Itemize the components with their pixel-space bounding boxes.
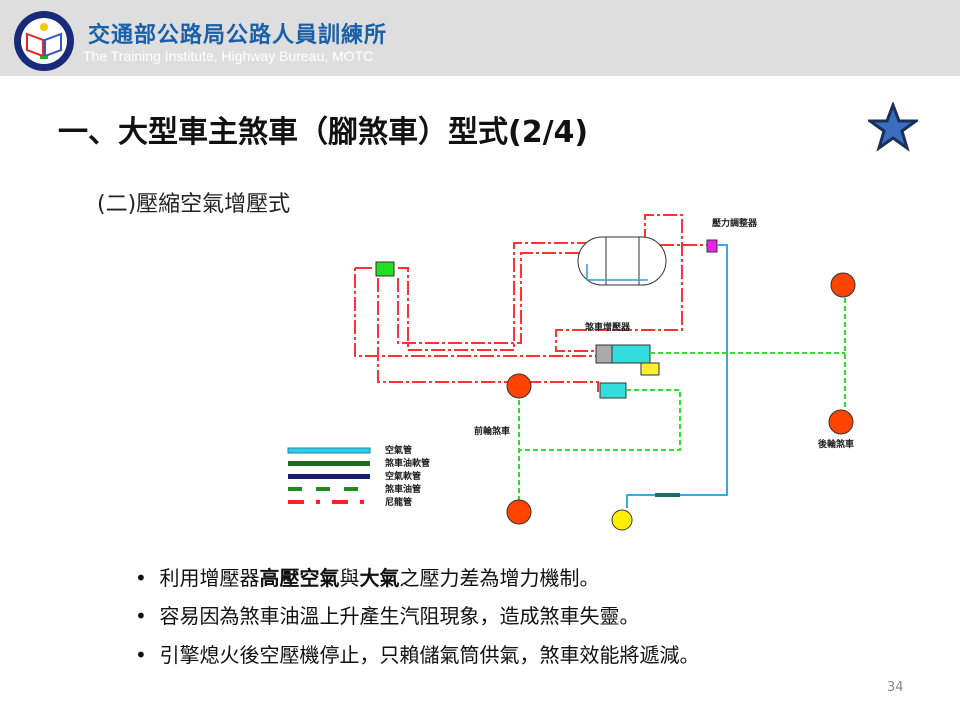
legend-label: 煞車油管 <box>385 483 421 495</box>
label-pressure-regulator: 壓力調整器 <box>712 217 758 229</box>
legend: 空氣管 煞車油軟管 空氣軟管 煞車油管 尼龍管 <box>287 444 430 508</box>
header-banner: 交通部公路局公路人員訓練所 The Training Institute, Hi… <box>0 0 960 76</box>
label-front-brake: 前輪煞車 <box>474 425 510 437</box>
warning-bulb <box>611 509 633 531</box>
star-icon <box>868 102 918 152</box>
brake-oil-pipes <box>518 290 846 500</box>
legend-label: 空氣軟管 <box>385 470 421 482</box>
org-name-cn: 交通部公路局公路人員訓練所 <box>88 23 388 48</box>
page-number: 34 <box>887 680 904 695</box>
org-name-en: The Training Institute, Highway Bureau, … <box>83 48 374 64</box>
pressure-regulator <box>706 239 718 253</box>
legend-label: 尼龍管 <box>385 496 412 508</box>
slide-title: 一、大型車主煞車（腳煞車）型式(2/4) <box>58 115 589 150</box>
bullet-item: • 容易因為煞車油溫上升產生汽阻現象，造成煞車失靈。 <box>135 604 640 628</box>
legend-label: 空氣管 <box>385 444 412 456</box>
bullet-item: • 引擎熄火後空壓機停止，只賴儲氣筒供氣，煞車效能將遞減。 <box>135 643 700 667</box>
brake-valve <box>375 261 395 277</box>
label-brake-booster: 煞車增壓器 <box>585 321 631 333</box>
slide-subtitle: (二)壓縮空氣增壓式 <box>97 192 291 217</box>
nylon-pipes <box>354 214 707 392</box>
label-rear-brake: 後輪煞車 <box>818 438 854 450</box>
air-tank <box>577 236 667 286</box>
institute-logo <box>14 11 74 71</box>
brake-booster <box>611 344 651 364</box>
air-pipe <box>626 244 728 508</box>
bullet-item: • 利用增壓器高壓空氣與大氣之壓力差為增力機制。 <box>135 566 600 590</box>
legend-label: 煞車油軟管 <box>385 457 430 469</box>
